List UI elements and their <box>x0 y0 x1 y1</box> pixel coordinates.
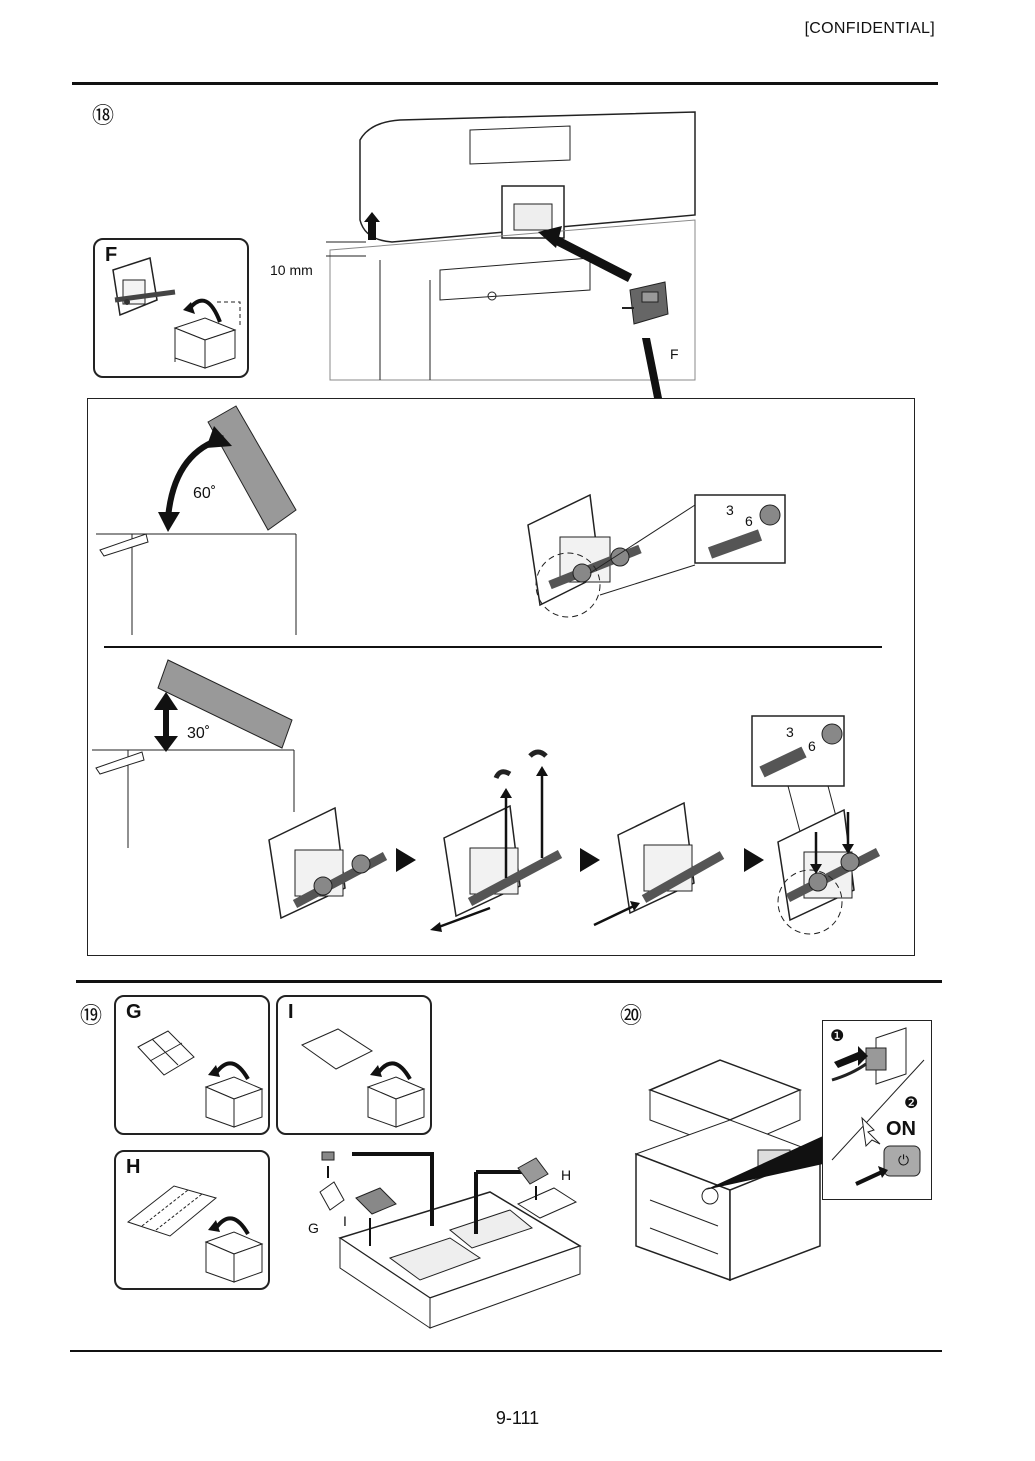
confidential-label: [CONFIDENTIAL] <box>804 20 935 37</box>
open-box-icon <box>173 298 241 369</box>
open-box-icon <box>366 1061 426 1128</box>
part-g-letter: G <box>126 1001 142 1023</box>
step-marker-1: ❶ <box>830 1028 845 1045</box>
finisher-illustration <box>326 111 696 381</box>
part-i-callout: I <box>343 1213 347 1229</box>
hinge-sequence-step-2 <box>430 749 563 932</box>
power-button-icon: ⏻ <box>898 1153 910 1169</box>
part-h-callout: H <box>561 1167 572 1183</box>
step-18-detail-box <box>87 398 915 956</box>
hinge-sequence-step-4 <box>751 715 881 935</box>
feeder-label-placement-illustration <box>319 1151 582 1329</box>
hinge-sequence-step-3 <box>593 801 725 927</box>
hole-label-3-lower: 3 <box>786 724 794 740</box>
angle-30-label: 30˚ <box>187 725 211 742</box>
zoom-pointer <box>642 338 662 398</box>
part-f-panel: F <box>93 238 249 378</box>
part-g-panel: G <box>114 995 270 1135</box>
part-f-callout: F <box>670 346 679 362</box>
power-plug-illustration <box>831 1027 925 1186</box>
power-on-label: ON <box>886 1118 916 1140</box>
detail-divider <box>104 646 882 648</box>
bottom-divider <box>70 1350 942 1352</box>
open-box-icon <box>204 1216 264 1283</box>
arrow-right-2 <box>580 848 600 872</box>
section-divider <box>76 980 942 983</box>
top-divider <box>72 82 938 85</box>
open-box-icon <box>204 1061 264 1128</box>
step-20-number: ⑳ <box>620 1004 643 1029</box>
hole-label-6-upper: 6 <box>745 513 753 529</box>
tilt-60-illustration <box>96 405 297 635</box>
step-18-number: ⑱ <box>92 104 115 129</box>
part-g-callout: G <box>308 1220 319 1236</box>
part-i-panel: I <box>276 995 432 1135</box>
hole-label-6-lower: 6 <box>808 738 816 754</box>
step-19-number: ⑲ <box>80 1004 103 1029</box>
part-f-small-illustration <box>622 281 669 325</box>
label-sheet-g-illustration <box>137 1030 195 1076</box>
power-callout-pointer <box>705 1136 823 1190</box>
page-number: 9-111 <box>495 1408 540 1428</box>
part-h-panel: H <box>114 1150 270 1290</box>
part-h-letter: H <box>126 1156 141 1178</box>
label-sheet-h-illustration <box>126 1185 218 1237</box>
hole-label-3-upper: 3 <box>726 502 734 518</box>
part-i-letter: I <box>288 1001 294 1023</box>
part-f-letter: F <box>105 244 118 266</box>
gap-measurement-label: 10 mm <box>270 262 313 278</box>
hinge-detail-upper <box>527 493 786 618</box>
copier-illustration <box>634 1059 822 1282</box>
arrow-right-3 <box>744 848 764 872</box>
tilt-30-illustration <box>92 659 295 848</box>
hinge-part-illustration <box>112 257 176 317</box>
angle-60-label: 60˚ <box>193 485 217 502</box>
hinge-sequence-step-1 <box>268 806 388 920</box>
document-sheet-i-illustration <box>300 1028 374 1070</box>
arrow-right-1 <box>396 848 416 872</box>
step-marker-2: ❷ <box>904 1095 919 1112</box>
